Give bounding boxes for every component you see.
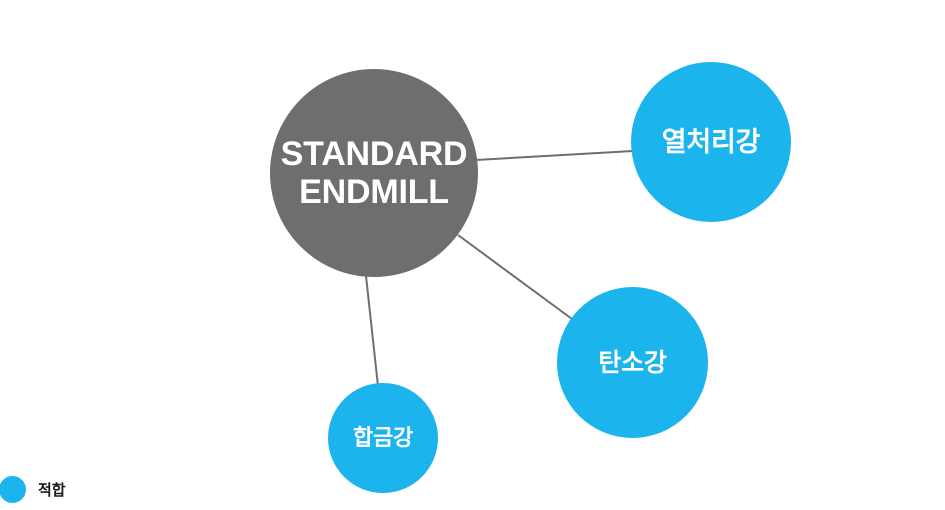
node-alloy-steel-label: 합금강 xyxy=(352,424,414,450)
node-standard-endmill[interactable]: STANDARD ENDMILL xyxy=(270,69,478,277)
legend-item-label: 적합 xyxy=(38,481,66,499)
edge-standard-endmill-to-alloy-steel xyxy=(365,275,379,387)
node-standard-endmill-label: STANDARD ENDMILL xyxy=(280,134,468,211)
node-alloy-steel[interactable]: 합금강 xyxy=(328,383,438,493)
node-heat-treated-steel-label: 열처리강 xyxy=(661,126,761,157)
node-heat-treated-steel[interactable]: 열처리강 xyxy=(631,62,791,222)
legend-swatch-icon xyxy=(0,475,26,503)
node-carbon-steel-label: 탄소강 xyxy=(598,348,667,377)
node-carbon-steel[interactable]: 탄소강 xyxy=(557,287,708,438)
legend: 적합 xyxy=(0,474,66,504)
edge-standard-endmill-to-carbon-steel xyxy=(457,234,573,320)
edge-standard-endmill-to-heat-treated-steel xyxy=(475,150,634,161)
